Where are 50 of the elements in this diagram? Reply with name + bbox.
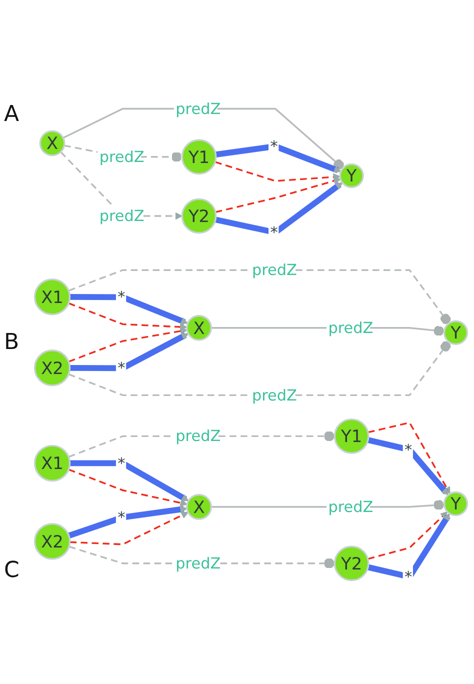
node-circle: X1 (34, 278, 71, 316)
arrow (367, 513, 450, 580)
arrow (368, 422, 450, 494)
panel-letter: A (4, 102, 20, 126)
node-circle: X1 (34, 444, 71, 482)
node-circle: Y (443, 320, 468, 346)
arrow (215, 177, 341, 213)
node-circle: X2 (34, 350, 71, 386)
edge-label: predZ (252, 261, 297, 280)
edge-label: predZ (99, 207, 144, 226)
node-circle: Y2 (334, 546, 370, 582)
arrow (368, 511, 448, 560)
node-circle: X2 (34, 523, 71, 560)
arrow (215, 143, 342, 174)
edge-label: * (270, 224, 278, 242)
arrow (68, 327, 188, 362)
node-circle: Y2 (181, 198, 217, 234)
edge-label: * (404, 568, 412, 586)
panel-letter: C (4, 558, 20, 582)
edge-label: predZ (176, 427, 221, 446)
arrow (70, 460, 189, 502)
arrow (68, 302, 188, 331)
arrow (68, 468, 188, 507)
node-circle: X (186, 314, 212, 341)
edge-label: predZ (252, 386, 297, 404)
edge-label: predZ (328, 498, 374, 516)
edge-label: * (270, 137, 278, 156)
arrow (70, 332, 189, 372)
connector (68, 341, 451, 396)
edge-label: * (404, 440, 412, 459)
node-circle: Y (443, 491, 468, 516)
arrow (214, 182, 343, 236)
edge-label: predZ (328, 318, 374, 337)
node-circle: X (186, 494, 212, 520)
edge-label: predZ (99, 148, 144, 166)
node-circle: Y (339, 163, 364, 188)
node-circle: X (39, 130, 66, 156)
node-circle: Y1 (334, 418, 370, 454)
arrow (70, 294, 188, 325)
arrow (70, 512, 188, 546)
panel-letter: B (4, 330, 20, 354)
edge-label: * (118, 288, 126, 306)
node-circle: Y1 (181, 139, 217, 175)
edge-label: predZ (176, 554, 221, 572)
edge-label: predZ (176, 100, 221, 118)
edge-label: * (118, 508, 126, 526)
arrow (214, 161, 340, 182)
edge-label: * (118, 359, 126, 378)
edge-label: * (118, 454, 126, 472)
connector (68, 269, 451, 324)
